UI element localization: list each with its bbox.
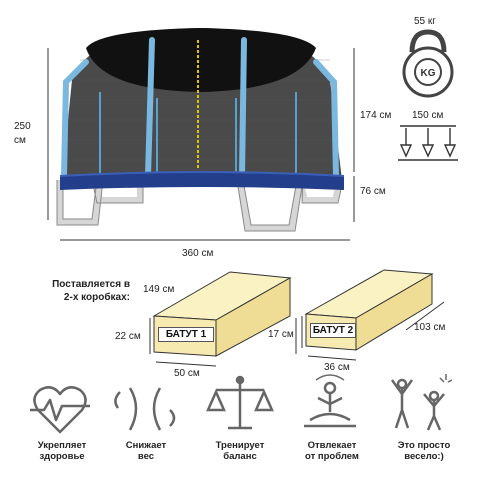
delivery-heading: Поставляется в 2-х коробках:	[52, 279, 130, 303]
box-2-length: 103 см	[414, 322, 446, 333]
height-total-label: 250 см	[14, 121, 31, 146]
box-1-width: 50 см	[174, 368, 200, 379]
benefit-label-balance: Тренирует баланс	[215, 440, 265, 462]
box-2-height: 17 см	[268, 329, 294, 340]
balance-scale-icon	[206, 375, 274, 430]
meditation-icon	[304, 374, 356, 428]
benefit-label-health: Укрепляет здоровье	[37, 440, 87, 462]
heart-pulse-icon	[30, 386, 90, 434]
benefit-label-stress: Отвлекает от проблем	[305, 440, 359, 462]
box-1-name: БАТУТ 1	[158, 327, 214, 342]
jumping-people-icon	[390, 374, 453, 431]
waist-icon	[114, 387, 176, 431]
load-label: 150 см	[412, 110, 444, 121]
benefit-label-weight: Снижает вес	[125, 440, 167, 462]
box-1-height: 22 см	[115, 331, 141, 342]
weight-label: 55 кг	[414, 16, 436, 27]
height-leg-label: 76 см	[360, 186, 386, 197]
kettlebell-text: KG	[421, 68, 436, 79]
width-label: 360 см	[182, 248, 214, 259]
benefit-label-fun: Это просто весело:)	[397, 440, 451, 462]
box-1-length: 149 см	[143, 284, 175, 295]
height-net-label: 174 см	[360, 110, 392, 121]
box-2-width: 36 см	[324, 362, 350, 373]
box-2-name: БАТУТ 2	[310, 323, 356, 338]
